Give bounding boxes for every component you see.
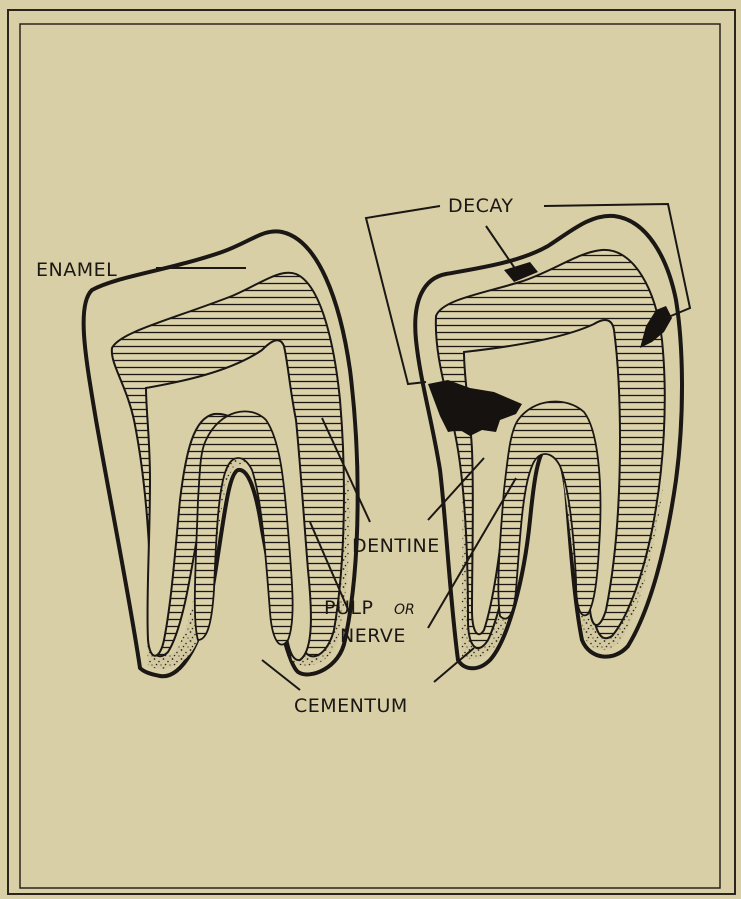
label-dentine: DENTINE (352, 535, 440, 557)
right-tooth (415, 216, 682, 668)
label-cementum: CEMENTUM (294, 695, 408, 717)
label-decay: DECAY (448, 195, 514, 217)
left-tooth (84, 231, 358, 676)
label-enamel: ENAMEL (36, 259, 117, 281)
label-pulp: PULP (324, 597, 373, 619)
label-or: OR (394, 602, 415, 618)
label-nerve: NERVE (340, 625, 406, 647)
right-root-core (498, 402, 600, 619)
